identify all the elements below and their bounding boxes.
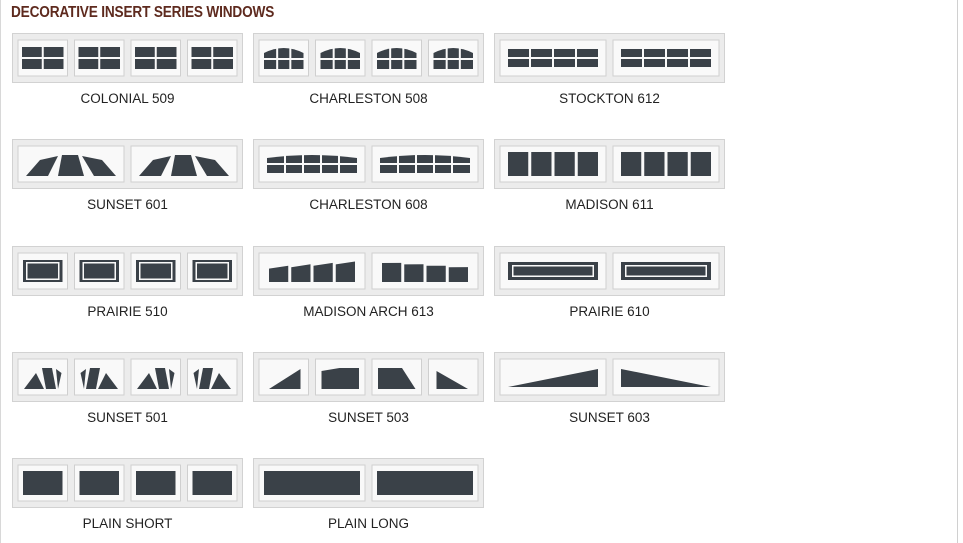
window-option[interactable]: SUNSET 601: [12, 139, 243, 212]
window-option[interactable]: CHARLESTON 508: [253, 33, 484, 106]
window-option[interactable]: SUNSET 603: [494, 352, 725, 425]
window-preview-graphic: [17, 464, 238, 502]
window-preview-graphic: [499, 39, 720, 77]
plain-long-icon: [253, 458, 484, 508]
sunburst-short-icon: [12, 352, 243, 402]
window-preview-graphic: [17, 358, 238, 396]
window-preview-graphic: [17, 145, 238, 183]
window-option-label: SUNSET 603: [569, 410, 650, 425]
window-option-label: PLAIN SHORT: [82, 516, 173, 531]
window-option[interactable]: SUNSET 501: [12, 352, 243, 425]
window-preview-graphic: [499, 145, 720, 183]
long-grid-icon: [494, 33, 725, 83]
window-option[interactable]: PRAIRIE 610: [494, 246, 725, 319]
arched-panes-icon: [253, 246, 484, 296]
window-preview-graphic: [258, 39, 479, 77]
sunburst-split-icon: [253, 352, 484, 402]
window-option[interactable]: CHARLESTON 608: [253, 139, 484, 212]
sunburst-long-icon: [494, 352, 725, 402]
colonial-grid-icon: [12, 33, 243, 83]
arched-long-grid-icon: [253, 139, 484, 189]
window-option-label: MADISON 611: [565, 197, 654, 212]
window-option-label: COLONIAL 509: [80, 91, 175, 106]
window-preview-graphic: [17, 39, 238, 77]
window-option[interactable]: COLONIAL 509: [12, 33, 243, 106]
plain-short-icon: [12, 458, 243, 508]
window-preview-graphic: [258, 358, 479, 396]
window-option-label: PRAIRIE 510: [87, 304, 168, 319]
prairie-icon: [12, 246, 243, 296]
window-preview-graphic: [499, 252, 720, 290]
scrollbar-edge: [957, 0, 963, 543]
window-option[interactable]: STOCKTON 612: [494, 33, 725, 106]
window-option[interactable]: SUNSET 503: [253, 352, 484, 425]
window-option[interactable]: MADISON ARCH 613: [253, 246, 484, 319]
window-preview-graphic: [258, 252, 479, 290]
left-border: [0, 0, 1, 543]
window-option-label: CHARLESTON 508: [309, 91, 428, 106]
prairie-long-icon: [494, 246, 725, 296]
page-title: DECORATIVE INSERT SERIES WINDOWS: [11, 4, 275, 21]
window-option-label: PLAIN LONG: [327, 516, 410, 531]
window-option-label: SUNSET 601: [87, 197, 168, 212]
window-preview-graphic: [17, 252, 238, 290]
window-option-label: PRAIRIE 610: [569, 304, 650, 319]
window-option-label: STOCKTON 612: [559, 91, 660, 106]
arched-grid-icon: [253, 33, 484, 83]
window-preview-graphic: [258, 145, 479, 183]
square-panes-icon: [494, 139, 725, 189]
window-option[interactable]: MADISON 611: [494, 139, 725, 212]
window-option-label: SUNSET 503: [328, 410, 409, 425]
sunburst-icon: [12, 139, 243, 189]
window-preview-graphic: [499, 358, 720, 396]
window-preview-graphic: [258, 464, 479, 502]
window-option[interactable]: PLAIN SHORT: [12, 458, 243, 531]
window-option[interactable]: PRAIRIE 510: [12, 246, 243, 319]
window-option-label: MADISON ARCH 613: [303, 304, 434, 319]
window-option[interactable]: PLAIN LONG: [253, 458, 484, 531]
window-option-label: SUNSET 501: [87, 410, 168, 425]
window-option-label: CHARLESTON 608: [309, 197, 428, 212]
